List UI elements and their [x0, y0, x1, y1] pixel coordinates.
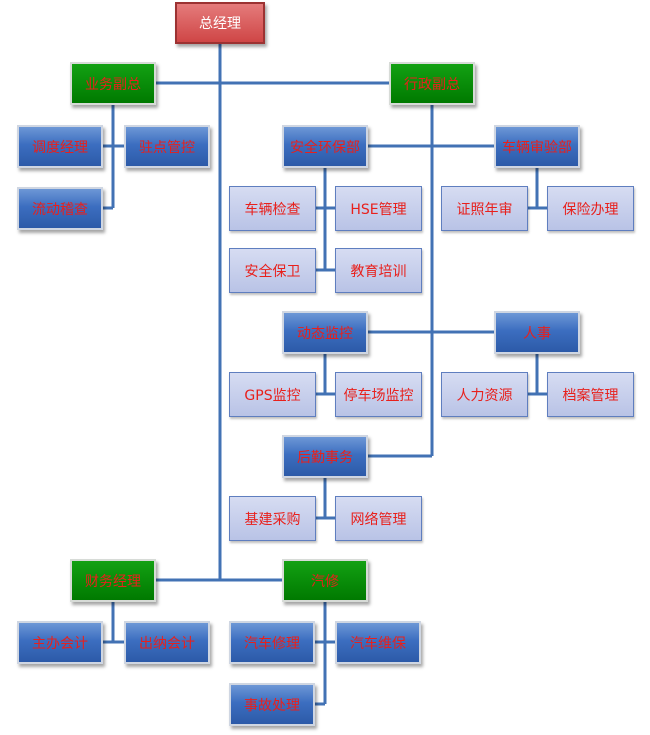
- car-maintenance-node: 汽车维保: [335, 621, 421, 664]
- human-resources-node: 人力资源: [441, 372, 528, 417]
- hse-node: HSE管理: [335, 186, 422, 231]
- education-training-node: 教育培训: [335, 248, 422, 293]
- accident-handling-node: 事故处理: [229, 683, 315, 726]
- parking-monitor-node: 停车场监控: [335, 372, 422, 417]
- dispatch-manager-node: 调度经理: [17, 125, 103, 168]
- vehicle-check-node: 车辆检查: [229, 186, 316, 231]
- safety-guard-node: 安全保卫: [229, 248, 316, 293]
- finance-manager-node: 财务经理: [70, 559, 156, 602]
- admin-vp-node: 行政副总: [389, 62, 475, 105]
- auto-repair-dept-node: 汽修: [282, 559, 368, 602]
- mobile-inspection-node: 流动稽查: [17, 187, 103, 230]
- archives-node: 档案管理: [547, 372, 634, 417]
- dynamic-monitor-node: 动态监控: [282, 311, 368, 354]
- hr-node: 人事: [494, 311, 580, 354]
- business-vp-node: 业务副总: [70, 62, 156, 105]
- chief-accountant-node: 主办会计: [17, 621, 103, 664]
- vehicle-inspection-dept-node: 车辆审验部: [494, 125, 580, 168]
- safety-env-node: 安全环保部: [282, 125, 368, 168]
- construction-purchase-node: 基建采购: [229, 496, 316, 541]
- cashier-node: 出纳会计: [124, 621, 210, 664]
- site-control-node: 驻点管控: [124, 125, 210, 168]
- general-manager-node: 总经理: [175, 2, 265, 44]
- car-repair-node: 汽车修理: [229, 621, 315, 664]
- network-mgmt-node: 网络管理: [335, 496, 422, 541]
- license-review-node: 证照年审: [441, 186, 528, 231]
- logistics-node: 后勤事务: [282, 435, 368, 478]
- gps-monitor-node: GPS监控: [229, 372, 316, 417]
- insurance-node: 保险办理: [547, 186, 634, 231]
